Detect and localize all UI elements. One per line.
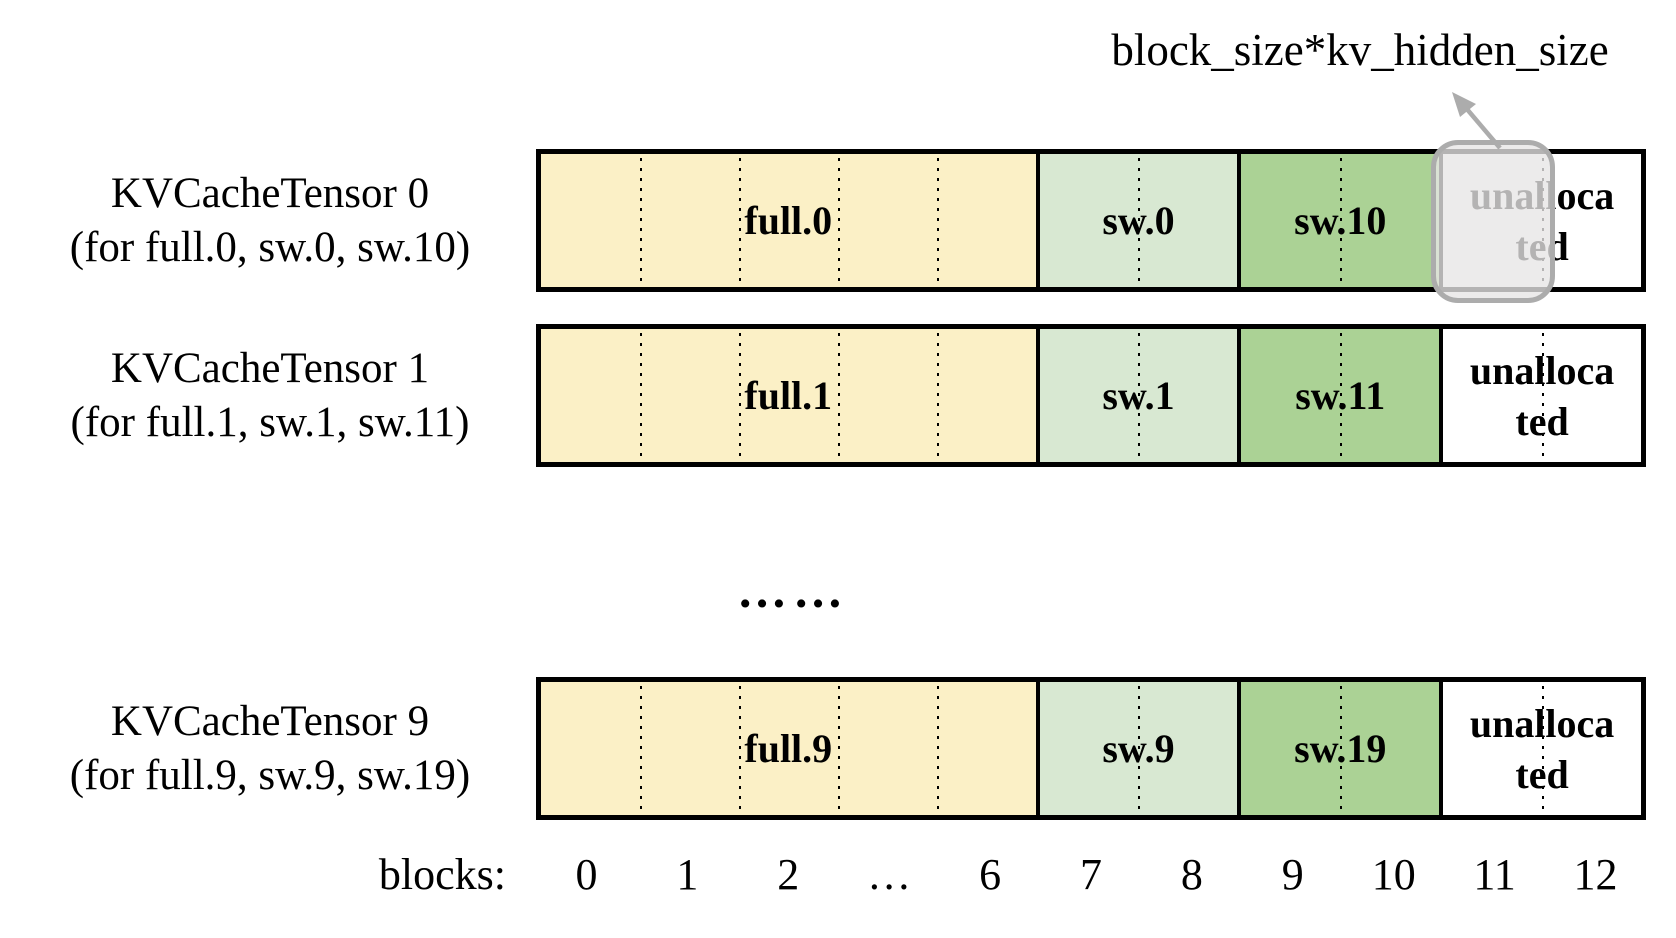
tensor-subtitle: (for full.0, sw.0, sw.10) — [69, 223, 471, 271]
bar-segment: sw.19 — [1237, 682, 1440, 815]
block-cell — [837, 154, 937, 287]
block-cell — [1241, 154, 1340, 287]
tensor-row-label: KVCacheTensor 1 (for full.1, sw.1, sw.11… — [22, 324, 518, 467]
bar-segment: unalloca ted — [1439, 682, 1641, 815]
block-cell — [1138, 682, 1238, 815]
bar-segment: unalloca ted — [1439, 329, 1641, 462]
axis-tick: 8 — [1180, 850, 1203, 899]
block-cell — [541, 682, 640, 815]
axis-tick: 6 — [979, 850, 1002, 899]
block-cell — [738, 682, 838, 815]
tensor-row: KVCacheTensor 0 (for full.0, sw.0, sw.10… — [0, 149, 1676, 292]
block-cell — [837, 329, 937, 462]
tensor-row: KVCacheTensor 9 (for full.9, sw.9, sw.19… — [0, 677, 1676, 820]
bar-segment: sw.1 — [1035, 329, 1238, 462]
axis-tick: 7 — [1079, 850, 1102, 899]
block-cell — [639, 329, 739, 462]
block-cell — [541, 329, 640, 462]
axis-tick: 12 — [1573, 850, 1618, 899]
axis-tick: 9 — [1281, 850, 1304, 899]
block-cell — [738, 329, 838, 462]
arrow-head-icon — [1452, 92, 1476, 117]
block-cell — [1542, 682, 1641, 815]
bar-segment: full.9 — [541, 682, 1036, 815]
block-cell — [1340, 154, 1440, 287]
tensor-name: KVCacheTensor 0 — [110, 169, 430, 217]
tensor-row: KVCacheTensor 1 (for full.1, sw.1, sw.11… — [0, 324, 1676, 467]
axis-tick: 11 — [1473, 850, 1516, 899]
axis-tick: 0 — [575, 850, 598, 899]
tensor-name: KVCacheTensor 1 — [110, 344, 430, 392]
block-cell — [1040, 329, 1139, 462]
axis-tick: … — [867, 850, 912, 899]
block-cell — [936, 154, 1036, 287]
block-cell — [837, 682, 937, 815]
block-cell — [1138, 154, 1238, 287]
block-cell — [1138, 329, 1238, 462]
bar-segment: full.0 — [541, 154, 1036, 287]
bar-segment: sw.0 — [1035, 154, 1238, 287]
block-cell — [1443, 329, 1542, 462]
block-cell — [541, 154, 640, 287]
axis-tick: 10 — [1371, 850, 1416, 899]
bar-segment: full.1 — [541, 329, 1036, 462]
block-size-annotation: block_size*kv_hidden_size — [1111, 25, 1609, 75]
block-cell — [738, 154, 838, 287]
block-cell — [639, 682, 739, 815]
bar-segment: sw.11 — [1237, 329, 1440, 462]
block-cell — [639, 154, 739, 287]
bar-segment: sw.10 — [1237, 154, 1440, 287]
block-cell — [1241, 329, 1340, 462]
block-cell — [1340, 329, 1440, 462]
rows-ellipsis: …… — [737, 562, 849, 618]
block-cell — [1241, 682, 1340, 815]
tensor-row-label: KVCacheTensor 0 (for full.0, sw.0, sw.10… — [22, 149, 518, 292]
block-size-highlight — [1431, 140, 1555, 303]
tensor-subtitle: (for full.1, sw.1, sw.11) — [70, 398, 470, 446]
block-cell — [1542, 329, 1641, 462]
block-cell — [1542, 154, 1641, 287]
tensor-name: KVCacheTensor 9 — [110, 697, 430, 745]
axis-tick: 1 — [676, 850, 699, 899]
tensor-subtitle: (for full.9, sw.9, sw.19) — [69, 751, 471, 799]
tensor-row-label: KVCacheTensor 9 (for full.9, sw.9, sw.19… — [22, 677, 518, 820]
blocks-axis-label: blocks: — [378, 850, 506, 899]
block-cell — [1040, 682, 1139, 815]
block-cell — [1443, 682, 1542, 815]
block-cell — [1040, 154, 1139, 287]
block-cell — [1340, 682, 1440, 815]
block-cell — [936, 682, 1036, 815]
axis-tick: 2 — [777, 850, 800, 899]
bar-segment: sw.9 — [1035, 682, 1238, 815]
block-cell — [936, 329, 1036, 462]
